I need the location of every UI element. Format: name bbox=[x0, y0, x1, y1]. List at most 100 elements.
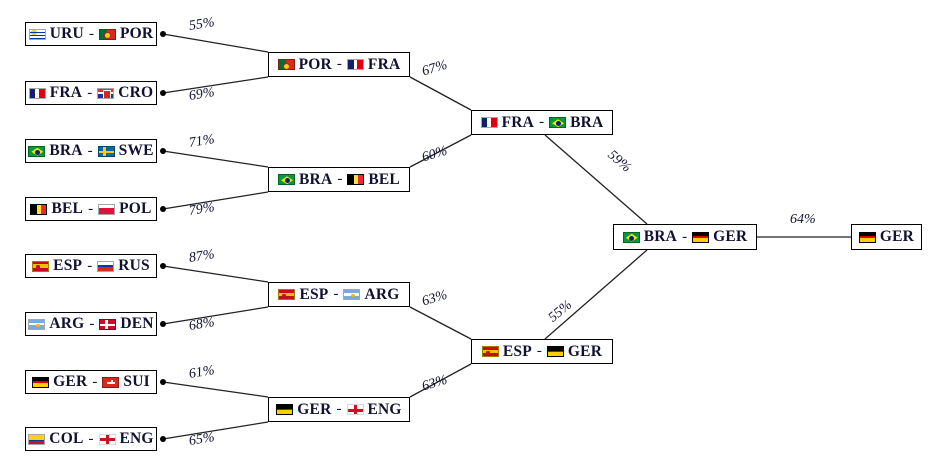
connector-node-dot bbox=[160, 31, 166, 37]
match-box-r1m6[interactable]: ARG- DEN bbox=[25, 312, 157, 336]
match-box-r2m1[interactable]: POR- FRA bbox=[268, 52, 410, 77]
team-code: GER bbox=[53, 373, 88, 391]
flag-esp-icon bbox=[481, 346, 499, 357]
flag-ger-icon bbox=[858, 231, 876, 243]
probability-label: 64% bbox=[790, 212, 816, 227]
flag-eng-icon bbox=[98, 433, 116, 445]
match-box-r1m8[interactable]: COL-ENG bbox=[25, 427, 157, 451]
match-box-r4m1[interactable]: BRA-GER bbox=[613, 224, 757, 250]
flag-sui-icon bbox=[102, 376, 120, 388]
match-box-r1m3[interactable]: BRA-SWE bbox=[25, 139, 157, 163]
team-left: ESP bbox=[278, 287, 328, 303]
team-code: BEL bbox=[368, 170, 400, 188]
flag-por-icon bbox=[277, 59, 295, 70]
team-right: DEN bbox=[99, 316, 153, 332]
flag-bel-icon bbox=[347, 174, 365, 185]
flag-arg-icon bbox=[28, 318, 46, 330]
flag-den-icon bbox=[99, 318, 117, 330]
team-left: BRA bbox=[28, 143, 82, 159]
team-code: FRA bbox=[49, 84, 83, 102]
team-code: ARG bbox=[49, 315, 85, 333]
team-left: POR bbox=[277, 57, 332, 73]
flag-ger-icon bbox=[546, 346, 564, 357]
team-code: GER bbox=[567, 342, 603, 360]
connector-node-dot bbox=[160, 148, 166, 154]
connector-line bbox=[409, 76, 472, 111]
connector-node-dot bbox=[160, 321, 166, 327]
flag-por-icon bbox=[98, 28, 116, 40]
team-right: RUS bbox=[97, 258, 150, 274]
versus-dash: - bbox=[539, 114, 545, 130]
versus-dash: - bbox=[87, 257, 93, 274]
connector-line bbox=[162, 265, 269, 283]
flag-swe-icon bbox=[97, 145, 115, 157]
match-box-r3m1[interactable]: FRA-BRA bbox=[471, 110, 613, 135]
versus-dash: - bbox=[88, 25, 94, 42]
connector-line bbox=[544, 134, 648, 225]
connector-node-dot bbox=[160, 263, 166, 269]
match-box-r1m1[interactable]: URU- POR bbox=[25, 22, 157, 46]
versus-dash: - bbox=[333, 286, 339, 302]
match-box-r2m3[interactable]: ESP- ARG bbox=[268, 282, 410, 307]
connector-line bbox=[162, 421, 269, 440]
flag-cro-icon bbox=[97, 87, 115, 99]
flag-ger-icon bbox=[692, 231, 710, 243]
champion-box[interactable]: GER bbox=[851, 224, 922, 250]
team-code: RUS bbox=[118, 257, 150, 275]
team-left: COL bbox=[28, 431, 83, 447]
team-right: BRA bbox=[549, 115, 603, 131]
team-right: SWE bbox=[97, 143, 154, 159]
team-right: ENG bbox=[346, 400, 402, 418]
team-code: BRA bbox=[49, 142, 83, 160]
team-left: FRA bbox=[480, 115, 534, 131]
match-box-r2m4[interactable]: GER-ENG bbox=[268, 397, 410, 422]
flag-arg-icon bbox=[343, 289, 361, 300]
connector-line bbox=[162, 381, 269, 398]
team-code: POL bbox=[119, 200, 152, 218]
team-right: FRA bbox=[346, 55, 401, 73]
versus-dash: - bbox=[89, 315, 95, 332]
connector-line bbox=[162, 33, 269, 53]
team-code: BEL bbox=[51, 200, 84, 218]
team-code: ARG bbox=[364, 285, 400, 303]
flag-fra-icon bbox=[480, 117, 498, 128]
team-left: GER bbox=[32, 374, 87, 390]
match-box-r3m2[interactable]: ESP-GER bbox=[471, 339, 613, 364]
team-code: POR bbox=[119, 25, 154, 43]
versus-dash: - bbox=[87, 84, 93, 101]
team-right: POR bbox=[98, 25, 154, 43]
connector-line bbox=[162, 191, 269, 210]
connector-node-dot bbox=[160, 206, 166, 212]
team-right: BEL bbox=[347, 172, 400, 188]
connector-line bbox=[544, 249, 648, 340]
team-code: ENG bbox=[367, 400, 402, 418]
team-left: BRA bbox=[278, 172, 332, 188]
team-code: BRA bbox=[643, 228, 678, 246]
match-box-r1m5[interactable]: ESP- RUS bbox=[25, 254, 157, 278]
team-code: FRA bbox=[367, 55, 401, 73]
versus-dash: - bbox=[336, 56, 342, 72]
team-code: GER bbox=[879, 228, 915, 246]
team-left: URU bbox=[28, 26, 84, 42]
match-box-r1m4[interactable]: BEL-POL bbox=[25, 197, 157, 221]
team-code: GER bbox=[713, 228, 748, 246]
team-code: COL bbox=[49, 430, 84, 448]
team-code: ENG bbox=[119, 430, 154, 448]
team-code: CRO bbox=[118, 84, 154, 102]
flag-fra-icon bbox=[346, 59, 364, 70]
flag-rus-icon bbox=[97, 260, 115, 272]
team-code: DEN bbox=[120, 315, 154, 333]
team-code: ESP bbox=[299, 285, 329, 303]
team-left: ESP bbox=[32, 258, 82, 274]
team-left: BEL bbox=[30, 201, 83, 217]
flag-pol-icon bbox=[98, 203, 116, 215]
match-box-r2m2[interactable]: BRA-BEL bbox=[268, 167, 410, 192]
connector-node-dot bbox=[160, 90, 166, 96]
versus-dash: - bbox=[336, 401, 342, 417]
connector-line bbox=[409, 134, 472, 168]
match-box-r1m2[interactable]: FRA- CRO bbox=[25, 81, 157, 105]
team-right: POL bbox=[98, 201, 151, 217]
connector-line bbox=[162, 76, 269, 94]
match-box-r1m7[interactable]: GER-SUI bbox=[25, 370, 157, 394]
team-right: SUI bbox=[102, 374, 150, 390]
